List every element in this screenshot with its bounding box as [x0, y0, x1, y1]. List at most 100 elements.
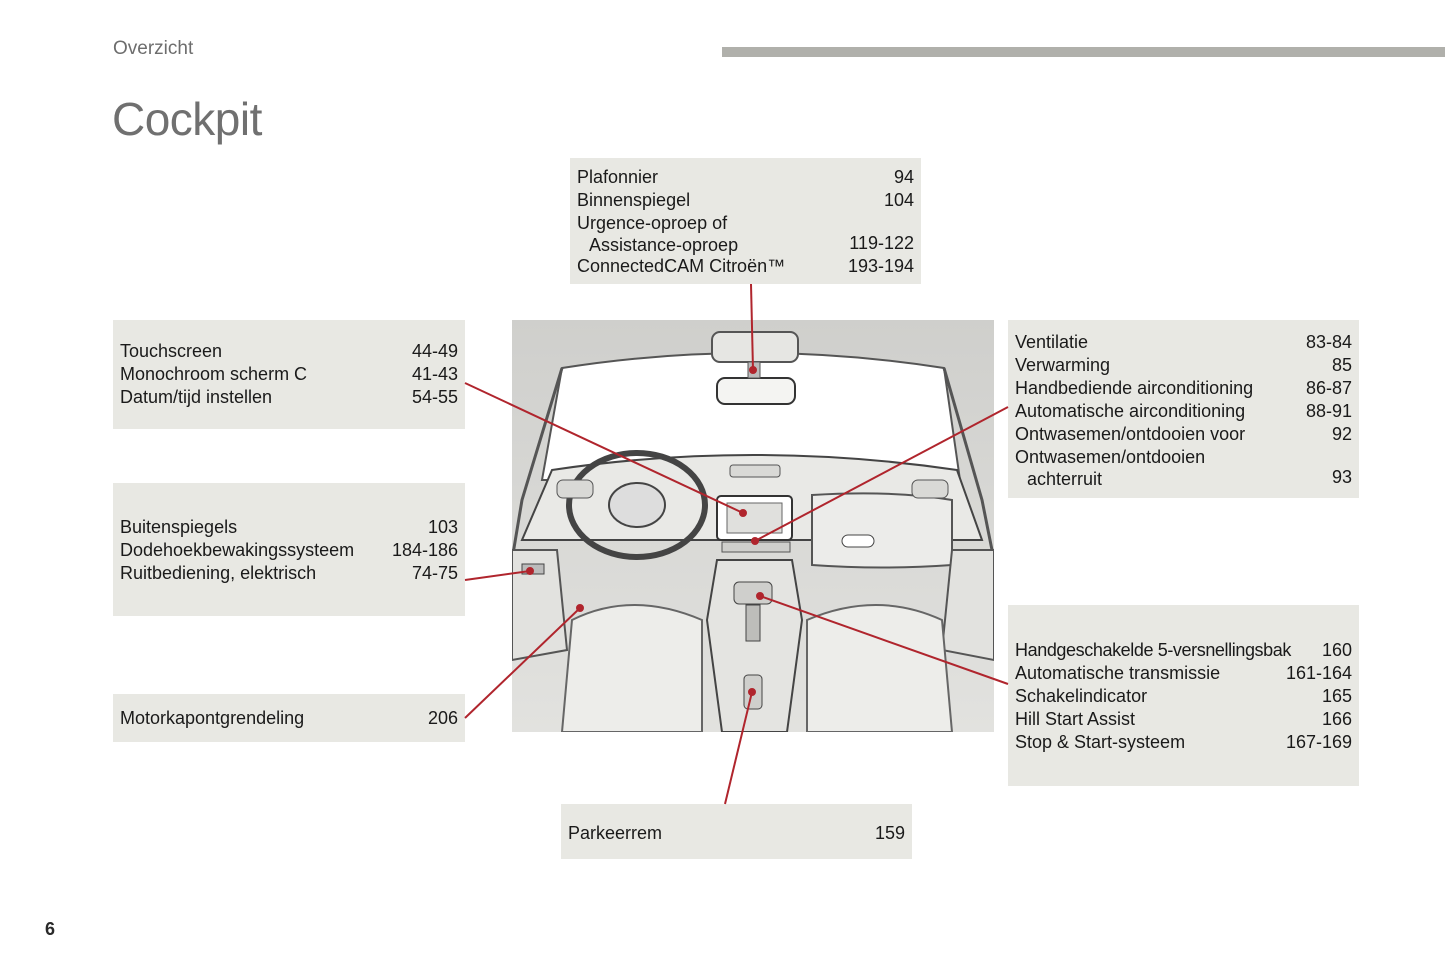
row-label: Stop & Start-systeem [1015, 732, 1186, 752]
callout-row[interactable]: Verwarming 85 [1015, 354, 1352, 377]
row-label-continued: Assistance-oproep [589, 235, 739, 255]
climate-controls [721, 541, 791, 553]
row-label: Ventilatie [1015, 332, 1089, 352]
row-label: Buitenspiegels [120, 517, 238, 537]
center-vents [729, 464, 781, 478]
page-ref: 85 [1331, 355, 1352, 375]
callout-row[interactable]: Stop & Start-systeem 167-169 [1015, 731, 1352, 754]
right-door [940, 549, 994, 662]
page-number: 6 [45, 919, 56, 939]
page-ref: 41-43 [411, 364, 458, 384]
page-ref: 93 [1331, 467, 1352, 487]
callout-row[interactable]: Ruitbediening, elektrisch 74-75 [120, 562, 458, 585]
page-ref: 92 [1331, 424, 1352, 444]
callout-box-door: Buitenspiegels 103 Dodehoekbewakingssyst… [113, 483, 465, 616]
gear-lever [733, 581, 773, 605]
row-label: Touchscreen [120, 341, 223, 361]
page-ref: 165 [1321, 686, 1352, 706]
roof-console [711, 331, 799, 363]
page-ref: 54-55 [411, 387, 458, 407]
page-ref: 104 [883, 190, 914, 210]
cockpit-illustration [512, 320, 994, 732]
callout-row[interactable]: Binnenspiegel 104 [577, 189, 914, 212]
page-ref: 83-84 [1305, 332, 1352, 352]
page-ref: 94 [893, 167, 914, 187]
page-ref: 103 [427, 517, 458, 537]
row-label: Binnenspiegel [577, 190, 691, 210]
callout-row[interactable]: Schakelindicator 165 [1015, 685, 1352, 708]
page-ref: 206 [427, 708, 458, 728]
callout-box-roof: Plafonnier 94 Binnenspiegel 104 Urgence-… [570, 158, 921, 284]
page-ref: 193-194 [847, 256, 914, 276]
page-ref: 184-186 [391, 540, 458, 560]
callout-row[interactable]: Touchscreen 44-49 [120, 340, 458, 363]
callout-row[interactable]: Automatische transmissie 161-164 [1015, 662, 1352, 685]
callout-box-display: Touchscreen 44-49 Monochroom scherm C 41… [113, 320, 465, 429]
callout-box-bonnet: Motorkapontgrendeling 206 [113, 694, 465, 742]
page-ref: 161-164 [1285, 663, 1352, 683]
row-label: Schakelindicator [1015, 686, 1148, 706]
callout-row[interactable]: ConnectedCAM Citroën™ 193-194 [577, 255, 914, 278]
mirror-mount [747, 361, 761, 379]
window-switches [521, 563, 545, 575]
row-label: Motorkapontgrendeling [120, 708, 305, 728]
row-label: Monochroom scherm C [120, 364, 308, 384]
page-ref: 166 [1321, 709, 1352, 729]
callout-row[interactable]: Dodehoekbewakingssysteem 184-186 [120, 539, 458, 562]
section-label: Overzicht [113, 38, 194, 59]
interior-mirror [716, 377, 796, 405]
row-label: Datum/tijd instellen [120, 387, 273, 407]
callout-row[interactable]: Plafonnier 94 [577, 166, 914, 189]
row-label: Handgeschakelde 5-versnellingsbak [1015, 640, 1291, 660]
callout-row[interactable]: Urgence-oproep of Assistance-oproep 119-… [577, 212, 914, 255]
callout-row[interactable]: Automatische airconditioning 88-91 [1015, 400, 1352, 423]
row-label: Urgence-oproep of [577, 213, 728, 233]
glovebox [811, 492, 953, 569]
callout-row[interactable]: Buitenspiegels 103 [120, 516, 458, 539]
callout-row[interactable]: Motorkapontgrendeling 206 [120, 707, 458, 730]
callout-row[interactable]: Handgeschakelde 5-versnellingsbak 160 [1015, 639, 1352, 662]
callout-row[interactable]: Monochroom scherm C 41-43 [120, 363, 458, 386]
callout-row[interactable]: Parkeerrem 159 [568, 822, 905, 845]
steering-hub [608, 482, 666, 528]
callout-row[interactable]: Handbediende airconditioning 86-87 [1015, 377, 1352, 400]
callout-row[interactable]: Hill Start Assist 166 [1015, 708, 1352, 731]
page-ref: 119-122 [849, 233, 914, 253]
screen-panel [726, 502, 783, 534]
passenger-seat [806, 604, 954, 732]
row-label: Ontwasemen/ontdooien [1015, 447, 1206, 467]
page-ref: 160 [1321, 640, 1352, 660]
driver-seat [560, 604, 703, 732]
callout-box-climate: Ventilatie 83-84 Verwarming 85 Handbedie… [1008, 320, 1359, 498]
page-ref: 74-75 [411, 563, 458, 583]
row-label-continued: achterruit [1027, 469, 1103, 489]
row-label: Plafonnier [577, 167, 659, 187]
row-label: ConnectedCAM Citroën™ [577, 256, 786, 276]
callout-row[interactable]: Datum/tijd instellen 54-55 [120, 386, 458, 409]
row-label: Dodehoekbewakingssysteem [120, 540, 355, 560]
row-label: Verwarming [1015, 355, 1111, 375]
callout-row[interactable]: Ontwasemen/ontdooien voor 92 [1015, 423, 1352, 446]
callout-box-parking-brake: Parkeerrem 159 [561, 804, 912, 859]
cockpit-drawing [512, 320, 994, 732]
glovebox-handle [841, 534, 875, 548]
callout-row[interactable]: Ventilatie 83-84 [1015, 331, 1352, 354]
parking-brake [743, 674, 763, 710]
row-label: Hill Start Assist [1015, 709, 1136, 729]
callout-row[interactable]: Ontwasemen/ontdooien achterruit 93 [1015, 446, 1352, 489]
page-title: Cockpit [112, 93, 262, 145]
row-label: Ontwasemen/ontdooien voor [1015, 424, 1246, 444]
row-label: Handbediende airconditioning [1015, 378, 1254, 398]
left-vent [556, 479, 594, 499]
page-ref: 159 [874, 823, 905, 843]
page-ref: 88-91 [1305, 401, 1352, 421]
right-vent [911, 479, 949, 499]
row-label: Automatische airconditioning [1015, 401, 1246, 421]
page-ref: 167-169 [1285, 732, 1352, 752]
row-label: Ruitbediening, elektrisch [120, 563, 317, 583]
row-label: Automatische transmissie [1015, 663, 1221, 683]
page-ref: 86-87 [1305, 378, 1352, 398]
header-rule [722, 47, 1445, 57]
row-label: Parkeerrem [568, 823, 663, 843]
callout-box-gearbox: Handgeschakelde 5-versnellingsbak 160 Au… [1008, 605, 1359, 786]
